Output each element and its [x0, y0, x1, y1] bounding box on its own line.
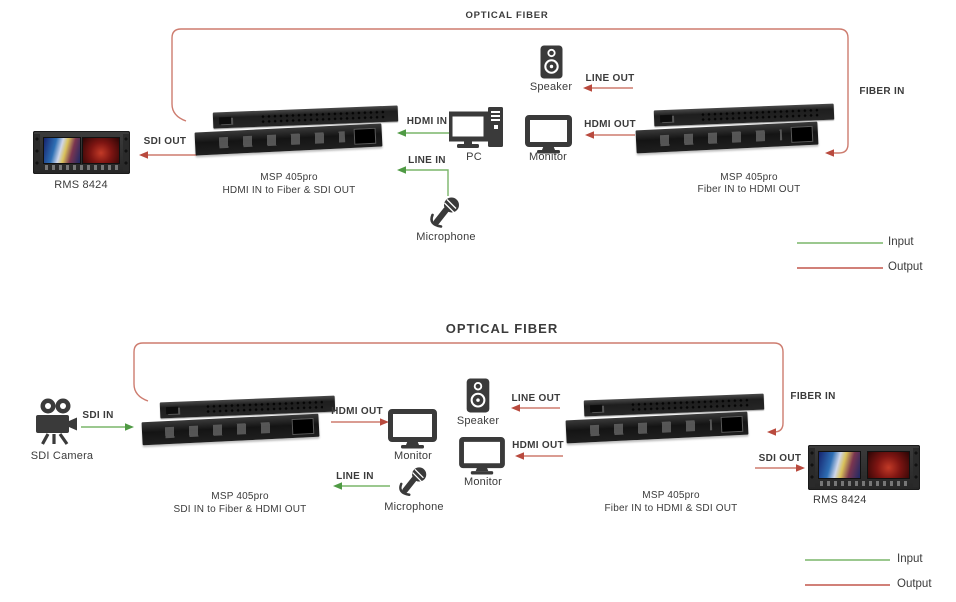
rack-unit-rear: [141, 413, 320, 446]
fiber-in-label-top: FIBER IN: [859, 86, 905, 97]
msp-desc-top-left: HDMI IN to Fiber & SDI OUT: [222, 185, 356, 196]
rms-screen-right: [82, 137, 120, 164]
sdi-out-label-bottom: SDI OUT: [758, 453, 802, 464]
rms-8424-device-bottom: [808, 445, 920, 490]
line-out-label-bottom: LINE OUT: [511, 393, 561, 404]
rms-screen-right: [866, 451, 910, 480]
legend-input-label-bottom: Input: [897, 553, 923, 565]
msp-desc-bottom-right: Fiber IN to HDMI & SDI OUT: [604, 503, 738, 514]
rms-screen-left: [43, 137, 81, 164]
legend-output-label-top: Output: [888, 261, 923, 273]
monitor-left-label-bottom: Monitor: [393, 450, 433, 462]
msp-405pro-device-bottom-left: [141, 395, 337, 455]
pc-icon: [447, 106, 504, 158]
line-in-line-top: [405, 169, 449, 196]
msp-405pro-device-top-left: [194, 105, 400, 165]
rack-unit-rear: [635, 121, 819, 154]
line-in-label-bottom: LINE IN: [336, 471, 374, 482]
msp-405pro-device-bottom-right: [565, 393, 766, 453]
microphone-label-bottom: Microphone: [384, 501, 444, 513]
rms-screen-left: [818, 451, 862, 480]
hdmi-out-right-label-bottom: HDMI OUT: [512, 440, 564, 451]
fiber-in-label-bottom: FIBER IN: [790, 391, 836, 402]
rms-buttons: [820, 481, 908, 486]
microphone-icon-bottom: [397, 465, 430, 505]
pc-label: PC: [466, 151, 482, 163]
rms-8424-device-top: [33, 131, 130, 174]
sdi-camera-label: SDI Camera: [30, 450, 94, 462]
msp-name-bottom-right: MSP 405pro: [642, 490, 700, 501]
microphone-label-top: Microphone: [416, 231, 476, 243]
msp-desc-top-right: Fiber IN to HDMI OUT: [697, 184, 801, 195]
legend-output-label-bottom: Output: [897, 578, 932, 590]
rms-8424-label-bottom: RMS 8424: [813, 494, 867, 506]
hdmi-out-label-top: HDMI OUT: [584, 119, 636, 130]
sdi-out-label-top: SDI OUT: [143, 136, 187, 147]
monitor-right-label-bottom: Monitor: [463, 476, 503, 488]
optical-fiber-label-top: OPTICAL FIBER: [465, 10, 549, 21]
msp-name-top-right: MSP 405pro: [720, 172, 778, 183]
msp-desc-bottom-left: SDI IN to Fiber & HDMI OUT: [173, 504, 307, 515]
monitor-label-top: Monitor: [528, 151, 568, 163]
msp-405pro-device-top-right: [635, 103, 836, 163]
fiber-in-arrowhead-bottom: [767, 428, 776, 436]
msp-name-top-left: MSP 405pro: [260, 172, 318, 183]
speaker-label-top: Speaker: [529, 81, 573, 93]
rack-unit-rear: [194, 123, 383, 156]
rack-unit-rear: [565, 411, 749, 444]
monitor-icon-bottom-left: [388, 409, 437, 454]
hdmi-in-label-top: HDMI IN: [406, 116, 448, 127]
msp-name-bottom-left: MSP 405pro: [211, 491, 269, 502]
microphone-icon-top: [428, 195, 463, 237]
line-in-label-top: LINE IN: [408, 155, 446, 166]
rms-8424-label-top: RMS 8424: [54, 179, 108, 191]
optical-fiber-label-bottom: OPTICAL FIBER: [445, 321, 559, 336]
monitor-icon-bottom-right: [459, 437, 505, 480]
legend-input-label-top: Input: [888, 236, 914, 248]
speaker-label-bottom: Speaker: [456, 415, 500, 427]
hdmi-out-left-label-bottom: HDMI OUT: [331, 406, 383, 417]
speaker-icon-bottom: [466, 378, 490, 418]
rms-buttons: [45, 165, 118, 170]
line-out-label-top: LINE OUT: [585, 73, 635, 84]
sdi-camera-icon: [35, 397, 79, 450]
speaker-icon-top: [540, 45, 563, 84]
monitor-icon-top: [525, 115, 572, 159]
sdi-in-label-bottom: SDI IN: [82, 410, 114, 421]
